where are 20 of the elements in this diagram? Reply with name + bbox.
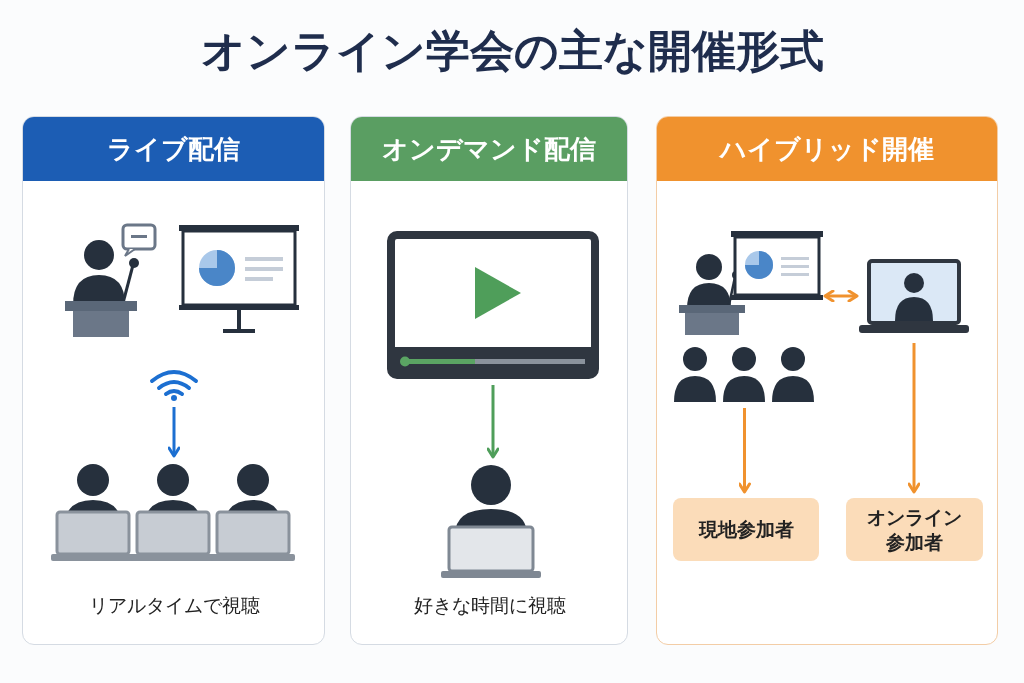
audience-drawing — [673, 346, 816, 402]
arrow — [907, 343, 921, 494]
participant-box: オンライン参加者 — [846, 498, 983, 561]
arrow — [486, 385, 500, 459]
panel-header: ハイブリッド開催 — [657, 117, 997, 181]
panel-header: オンデマンド配信 — [351, 117, 627, 181]
arrow — [167, 407, 181, 458]
panel-card — [22, 116, 325, 645]
presentation-screen-drawing — [731, 231, 823, 301]
page-title: オンライン学会の主な開催形式 — [200, 25, 824, 76]
caption-text: リアルタイムで視聴 — [89, 594, 260, 616]
video-player-drawing — [387, 231, 599, 379]
panel-header: ライブ配信 — [23, 117, 324, 181]
arrow — [738, 408, 751, 494]
panel-card — [350, 116, 628, 645]
caption-text: 好きな時間に視聴 — [414, 594, 566, 616]
panel-card — [656, 116, 998, 645]
participant-box: 現地参加者 — [673, 498, 819, 561]
arrow — [823, 289, 859, 303]
viewer-laptop-drawing — [441, 463, 541, 579]
